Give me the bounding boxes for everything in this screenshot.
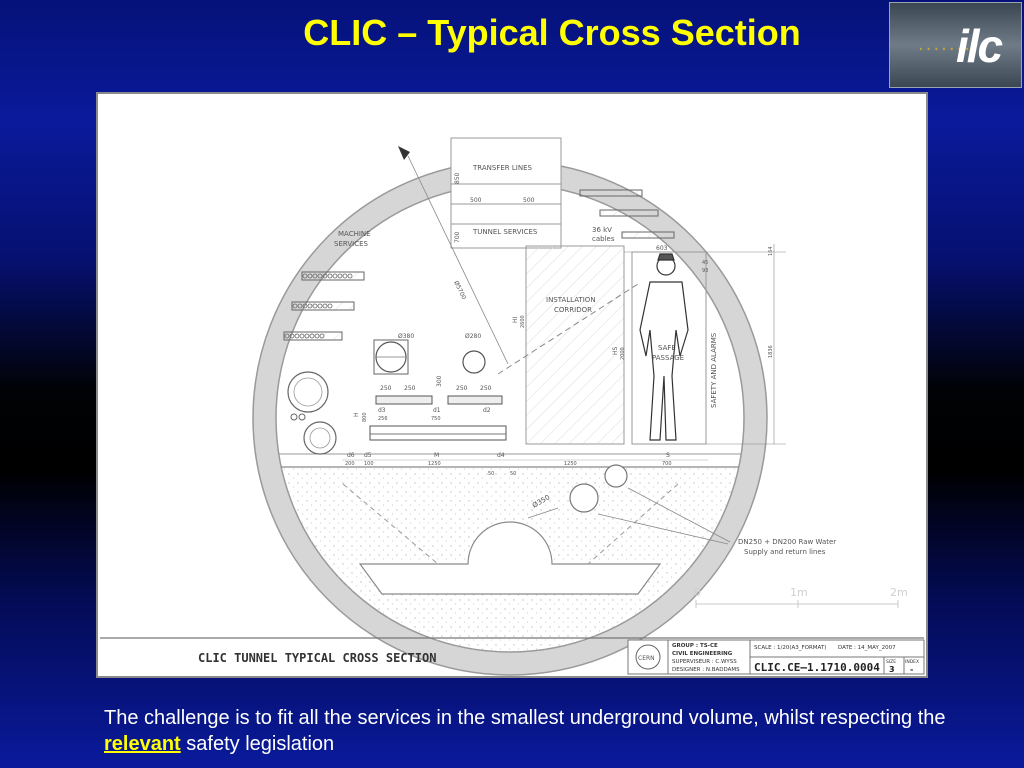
svg-text:d6: d6	[347, 452, 355, 459]
svg-text:2600: 2600	[520, 315, 526, 328]
svg-text:750: 750	[431, 416, 441, 422]
svg-text:2000: 2000	[620, 347, 626, 360]
svg-text:INDEX: INDEX	[905, 659, 919, 665]
svg-text:SIZE: SIZE	[886, 659, 896, 665]
svg-text:500: 500	[523, 197, 535, 204]
svg-text:H: H	[353, 412, 360, 417]
svg-text:250: 250	[456, 385, 468, 392]
svg-text:300: 300	[436, 375, 443, 387]
svg-text:SAFETY AND ALARMS: SAFETY AND ALARMS	[710, 332, 718, 408]
svg-text:TRANSFER LINES: TRANSFER LINES	[472, 164, 532, 172]
svg-text:1250: 1250	[564, 461, 577, 467]
svg-text:250: 250	[380, 385, 392, 392]
svg-text:1836: 1836	[768, 345, 774, 358]
svg-text:164: 164	[768, 246, 774, 256]
svg-text:-: -	[910, 665, 913, 674]
svg-text:100: 100	[364, 461, 374, 467]
svg-text:CLIC.CE–1.1710.0004: CLIC.CE–1.1710.0004	[754, 661, 880, 674]
svg-text:PASSAGE: PASSAGE	[652, 354, 684, 362]
svg-text:DESIGNER : N.BADDAMS: DESIGNER : N.BADDAMS	[672, 667, 740, 673]
svg-text:256: 256	[378, 416, 388, 422]
svg-text:SCALE : 1/20(A3_FORMAT): SCALE : 1/20(A3_FORMAT)	[754, 645, 826, 651]
girder-right	[447, 395, 503, 405]
svg-text:GROUP : TS-CE: GROUP : TS-CE	[672, 643, 718, 649]
svg-text:1m: 1m	[790, 586, 808, 599]
svg-text:CORRIDOR: CORRIDOR	[554, 306, 592, 314]
svg-text:M: M	[434, 452, 439, 459]
cross-section-drawing: Ø350 TRANSFER LINES TUNNEL SERVICES 500 …	[96, 92, 928, 678]
svg-text:50: 50	[488, 471, 494, 477]
svg-text:d1: d1	[433, 407, 441, 414]
beam-tube-right	[462, 350, 486, 374]
kv-cable-tray-2	[599, 209, 659, 217]
svg-text:DATE : 14_MAY_2007: DATE : 14_MAY_2007	[838, 645, 896, 651]
svg-text:INSTALLATION: INSTALLATION	[546, 296, 596, 304]
svg-text:Supply and return lines: Supply and return lines	[744, 548, 826, 556]
svg-text:250: 250	[404, 385, 416, 392]
svg-text:HI: HI	[512, 316, 519, 323]
svg-text:CLIC TUNNEL TYPICAL CROSS SECT: CLIC TUNNEL TYPICAL CROSS SECTION	[198, 651, 436, 665]
svg-text:CERN: CERN	[638, 655, 655, 662]
svg-text:500: 500	[470, 197, 482, 204]
svg-text:700: 700	[662, 461, 672, 467]
svg-text:250: 250	[480, 385, 492, 392]
svg-text:d2: d2	[483, 407, 491, 414]
water-pipe-return	[604, 464, 628, 488]
svg-text:603: 603	[656, 245, 668, 252]
svg-text:200: 200	[345, 461, 355, 467]
svg-text:800: 800	[362, 412, 368, 422]
svg-text:SAFE: SAFE	[658, 344, 676, 352]
svg-text:93: 93	[702, 268, 708, 274]
person-figure	[639, 253, 689, 441]
svg-text:MACHINE: MACHINE	[338, 230, 371, 238]
svg-text:0: 0	[694, 586, 701, 599]
scale-bar: 0 1m 2m	[694, 586, 908, 608]
logo-dots-icon: ·······	[918, 39, 973, 60]
svg-text:1250: 1250	[428, 461, 441, 467]
svg-text:Ø380: Ø380	[398, 333, 414, 340]
title-block: CLIC TUNNEL TYPICAL CROSS SECTION CERN G…	[100, 637, 925, 675]
svg-text:36 kV: 36 kV	[592, 226, 612, 234]
caption-emphasis: relevant	[104, 733, 181, 755]
svg-text:SUPERVISEUR : C.WYSS: SUPERVISEUR : C.WYSS	[672, 659, 737, 665]
svg-text:CIVIL ENGINEERING: CIVIL ENGINEERING	[672, 651, 733, 657]
svg-text:S: S	[666, 452, 670, 459]
svg-text:SERVICES: SERVICES	[334, 240, 369, 248]
invert-drain	[358, 521, 662, 595]
svg-text:45: 45	[702, 260, 708, 266]
cable-tray-3	[283, 331, 343, 341]
svg-text:d4: d4	[497, 452, 505, 459]
installation-corridor	[525, 245, 625, 445]
svg-text:DN250 + DN200 Raw Water: DN250 + DN200 Raw Water	[738, 538, 836, 546]
slide-title-wrap: CLIC – Typical Cross Section	[0, 12, 1024, 54]
transfer-lines-box	[450, 137, 562, 249]
caption-text-2: safety legislation	[180, 733, 335, 755]
cern-logo-icon	[635, 644, 661, 670]
safe-passage	[631, 251, 707, 445]
water-pipe-supply	[569, 483, 599, 513]
logo-text: ilc	[956, 20, 1003, 72]
caption-text-1: The challenge is to fit all the services…	[104, 707, 946, 729]
svg-text:d3: d3	[378, 407, 386, 414]
girder-left	[375, 395, 433, 405]
svg-text:850: 850	[454, 172, 461, 184]
svg-text:2m: 2m	[890, 586, 908, 599]
left-pipe-lower	[303, 421, 337, 455]
svg-text:Ø280: Ø280	[465, 333, 481, 340]
cross-section-svg: Ø350 TRANSFER LINES TUNNEL SERVICES 500 …	[100, 137, 925, 676]
svg-text:3: 3	[889, 665, 895, 674]
svg-text:TUNNEL SERVICES: TUNNEL SERVICES	[472, 228, 538, 236]
slide-caption: The challenge is to fit all the services…	[104, 705, 984, 757]
svg-text:50: 50	[510, 471, 516, 477]
svg-text:d5: d5	[364, 452, 372, 459]
ilc-logo: ······· ilc	[889, 2, 1022, 88]
svg-text:cables: cables	[592, 235, 615, 243]
kv-cable-tray-3	[621, 231, 675, 239]
kv-cable-tray-1	[579, 189, 643, 197]
slide-title: CLIC – Typical Cross Section	[303, 12, 801, 53]
svg-text:HS: HS	[612, 346, 619, 355]
svg-text:700: 700	[454, 231, 461, 243]
